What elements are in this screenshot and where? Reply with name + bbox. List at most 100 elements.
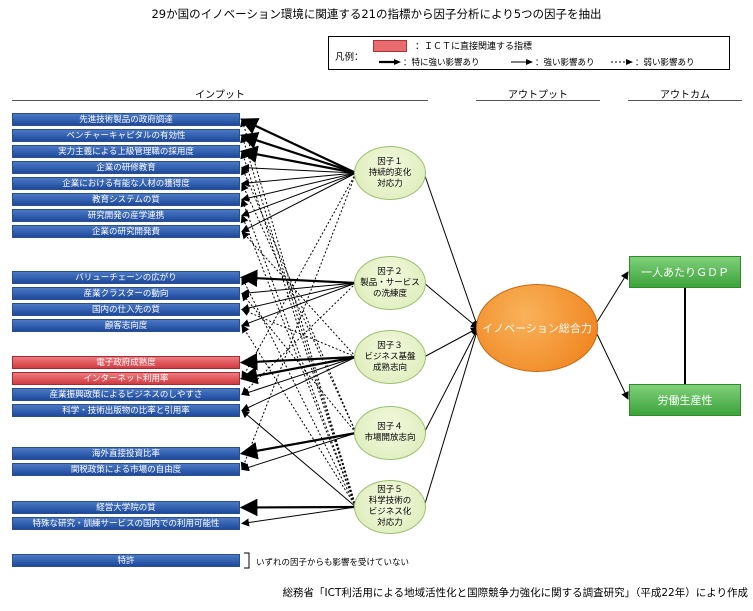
section-outcome-line — [628, 100, 742, 101]
legend-strong: ：強い影響あり — [535, 58, 595, 68]
factor-label-line: 対応力 — [377, 518, 403, 528]
factor-indicator-link — [240, 118, 357, 174]
factor-indicator-link — [239, 431, 357, 460]
factor-indicator-link — [239, 352, 357, 371]
factor-indicator-link — [241, 172, 357, 232]
section-input-line — [12, 100, 428, 101]
factor-label-line: 因子１ — [377, 156, 403, 167]
factor-label-line: 市場開放志向 — [364, 433, 416, 443]
outcome-productivity-label: 労働生産性 — [657, 394, 713, 407]
indicator-box: 電子政府成熟度 — [12, 356, 240, 369]
factor-indicator-link — [241, 172, 357, 380]
factor-label-line: 因子３ — [377, 340, 403, 351]
factor-label-line: 持続的変化 — [368, 167, 412, 178]
section-input: インプット — [195, 90, 245, 101]
factor-indicator-link — [241, 163, 357, 174]
factor-indicator-link — [241, 409, 357, 508]
factor-indicator-link — [241, 282, 357, 327]
legend-strong-arrow-icon — [511, 59, 533, 65]
legend-very-strong: ：特に強い影響あり — [403, 58, 480, 68]
indicator-box: 先進技術製品の政府調達 — [12, 113, 240, 126]
factor-label-line: ビジネス基盤 — [364, 351, 416, 362]
legend-ict-text: ：ＩＣＴに直接関連する指標 — [415, 42, 533, 52]
indicator-box: 海外直接投資比率 — [12, 447, 240, 460]
factor-indicator-link — [241, 166, 357, 434]
innovation-total-label: イノベーション総合力 — [482, 322, 592, 335]
factor-indicator-link — [239, 145, 357, 175]
factor-indicator-link — [240, 134, 357, 508]
factor-indicator-link — [241, 432, 357, 472]
indicator-box: 産業クラスターの動向 — [12, 287, 240, 300]
innovation-outcome-link — [596, 333, 629, 400]
factor-label-line: の洗練度 — [372, 288, 407, 299]
factor-label-line: 因子４ — [377, 422, 403, 432]
factor-innovation-link — [423, 282, 479, 329]
indicator-box: 特許 — [12, 554, 240, 567]
factor-label-line: 因子５ — [377, 485, 403, 495]
factor-indicator-link — [239, 269, 357, 288]
factor-innovation-link — [423, 327, 479, 358]
innovation-total-node: イノベーション総合力 — [476, 284, 598, 372]
legend-ict-swatch — [373, 40, 407, 52]
factor-indicator-link — [241, 276, 357, 508]
patent-note: いずれの因子からも影響を受けていない — [256, 558, 410, 568]
indicator-box: 関税政策による市場の自由度 — [12, 463, 240, 476]
legend-weak: ：弱い影響あり — [635, 58, 695, 68]
legend-weak-arrow-icon — [611, 59, 633, 65]
factor-indicator-link — [241, 506, 357, 527]
factor-indicator-link — [239, 498, 357, 517]
section-output-line — [476, 100, 600, 101]
factor-indicator-link — [241, 282, 357, 396]
factor-label-line: 成熟志向 — [372, 362, 407, 373]
source-credit: 総務省「ICT利活用による地域活性化と国際競争力強化に関する調査研究」（平成22… — [282, 587, 748, 599]
indicator-box: バリューチェーンの広がり — [12, 271, 240, 284]
factor-label-line: 対応力 — [377, 178, 403, 189]
diagram-title: 29か国のイノベーション環境に関連する21の指標から因子分析により5つの因子を抽… — [151, 7, 602, 21]
factor-indicator-link — [240, 172, 357, 471]
factor-indicator-link — [240, 214, 357, 508]
factor-indicator-link — [240, 198, 357, 508]
legend-label: 凡例： — [335, 52, 364, 63]
section-outcome: アウトカム — [660, 90, 710, 101]
indicator-box: 研究開発の産学連携 — [12, 209, 240, 222]
factor-indicator-link — [241, 356, 357, 397]
factor-indicator-link — [239, 355, 357, 385]
factor-label-line: 科学技術の — [368, 496, 412, 506]
factor-indicator-link — [241, 230, 357, 358]
indicator-box: 産業振興政策によるビジネスのしやすさ — [12, 388, 240, 401]
factor-label-line: ビジネス化 — [368, 507, 412, 517]
indicator-box: 科学・技術出版物の比率と引用率 — [12, 404, 240, 417]
factor-indicator-link — [240, 118, 357, 508]
indicator-box: 企業の研修教育 — [12, 161, 240, 174]
factor-indicator-link — [241, 282, 357, 297]
factor-indicator-link — [241, 172, 357, 217]
outcome-gdp-per-capita: 一人あたりＧＤＰ — [629, 256, 741, 288]
factor-innovation-link — [423, 327, 479, 434]
factor-indicator-link — [241, 172, 357, 187]
indicator-box: 国内の仕入先の質 — [12, 303, 240, 316]
factor-label-line: 製品・サービス — [360, 277, 420, 288]
indicator-box: 特殊な研究・訓練サービスの国内での利用可能性 — [12, 517, 240, 530]
indicator-box: インターネット利用率 — [12, 372, 240, 385]
indicator-box: 教育システムの質 — [12, 193, 240, 206]
factor-indicator-link — [241, 356, 357, 412]
factor-indicator-link — [239, 131, 357, 175]
factor-innovation-link — [423, 327, 480, 508]
factor-indicator-link — [241, 308, 357, 358]
innovation-outcome-link — [596, 271, 629, 323]
indicator-box: 企業の研究開発費 — [12, 225, 240, 238]
factor-indicator-link — [241, 182, 357, 434]
outcome-labor-productivity: 労働生産性 — [629, 384, 741, 416]
indicator-box: ベンチャーキャピタルの有効性 — [12, 129, 240, 142]
factor-label-line: 因子２ — [377, 266, 403, 277]
indicator-box: 経営大学院の質 — [12, 501, 240, 514]
indicator-box: 顧客志向度 — [12, 319, 240, 332]
outcome-gdp-label: 一人あたりＧＤＰ — [641, 266, 729, 279]
patent-bracket — [244, 552, 250, 569]
